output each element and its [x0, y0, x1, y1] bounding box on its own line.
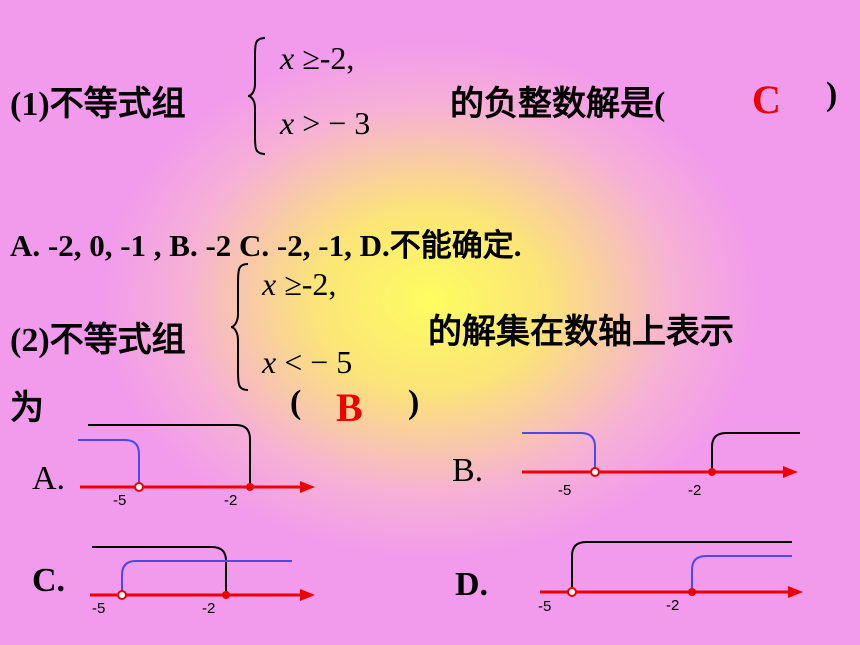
diagram-a-closed-dot	[246, 483, 254, 491]
diagram-c-black-ray	[92, 546, 227, 595]
q2-prefix: (2)不等式组	[10, 322, 186, 359]
diagram-a	[78, 424, 315, 493]
q2-brace	[230, 262, 250, 392]
diagram-b	[522, 432, 800, 478]
diagram-d-tick-right: -2	[666, 597, 680, 614]
q1-close-paren: )	[826, 76, 838, 113]
diagram-d-label: D.	[455, 566, 489, 603]
diagram-d-closed-dot	[688, 588, 696, 596]
diagram-c-tick-left: -5	[92, 600, 106, 617]
diagram-c-closed-dot	[222, 591, 230, 599]
q2-open-paren: (	[290, 384, 302, 421]
diagram-c-open-dot	[117, 590, 127, 600]
q1-options: A. -2, 0, -1 , B. -2 C. -2, -1, D.不能确定.	[10, 228, 522, 263]
diagram-a-label: A.	[32, 460, 66, 497]
q2-close-paren: )	[408, 384, 420, 421]
diagram-d-blue-ray	[691, 555, 792, 592]
q2-inequality-2: x < − 5	[262, 344, 353, 380]
q1-inequality-1: x ≥-2,	[280, 40, 355, 76]
q2-suffix: 的解集在数轴上表示	[428, 314, 734, 351]
q1-answer: C	[752, 77, 781, 122]
q1-brace	[247, 36, 267, 156]
q1-prefix: (1)不等式组	[10, 86, 186, 123]
diagram-d-black-ray	[571, 541, 792, 592]
diagram-a-open-dot	[134, 482, 144, 492]
diagram-b-arrow	[783, 466, 798, 478]
q2-inequality-1: x ≥-2,	[262, 266, 337, 302]
q2-answer: B	[336, 385, 363, 430]
q1-suffix: 的负整数解是(	[450, 86, 666, 123]
diagram-d	[540, 541, 803, 598]
diagram-d-open-dot	[567, 587, 577, 597]
diagram-c-tick-right: -2	[202, 600, 216, 617]
diagram-b-black-ray	[711, 432, 800, 472]
diagram-b-open-dot	[590, 467, 600, 477]
diagram-c-blue-ray	[121, 560, 292, 595]
diagram-c-arrow	[300, 589, 315, 601]
q2-suffix-cont: 为	[10, 390, 44, 427]
diagram-a-tick-left: -5	[113, 492, 127, 509]
diagram-b-tick-right: -2	[688, 482, 702, 499]
diagram-b-closed-dot	[708, 468, 716, 476]
diagram-a-arrow	[300, 481, 315, 493]
diagram-a-black-ray	[88, 424, 251, 487]
diagram-d-arrow	[788, 586, 803, 598]
diagram-b-label: B.	[452, 452, 484, 489]
diagram-b-blue-ray	[522, 432, 596, 472]
diagram-a-blue-ray	[78, 439, 140, 487]
diagram-b-tick-left: -5	[558, 482, 572, 499]
diagram-c-label: C.	[32, 562, 66, 599]
q1-inequality-2: x > − 3	[280, 105, 371, 141]
diagram-a-tick-right: -2	[224, 492, 238, 509]
diagram-d-tick-left: -5	[538, 598, 552, 615]
diagram-c	[90, 546, 315, 601]
